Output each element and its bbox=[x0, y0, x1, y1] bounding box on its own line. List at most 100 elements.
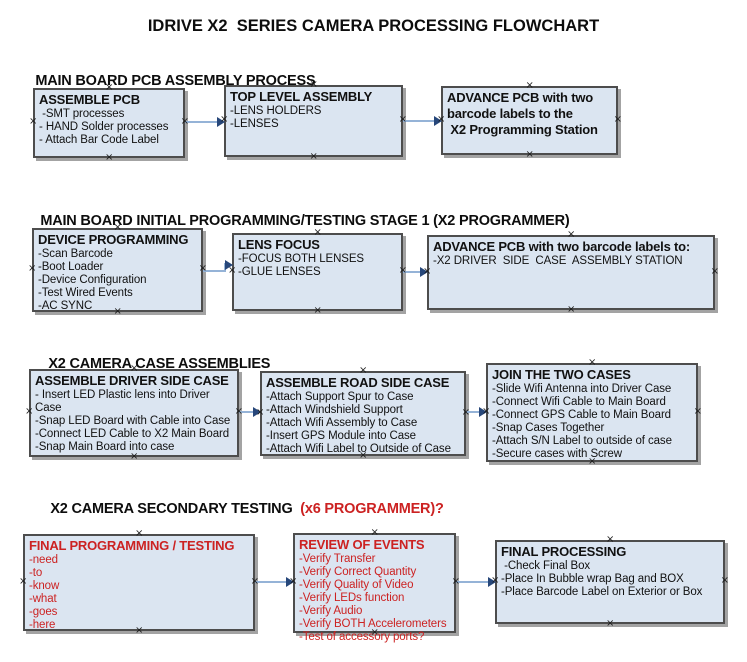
connection-handle-icon: × bbox=[588, 456, 597, 467]
connection-handle-icon: × bbox=[135, 625, 144, 636]
box-item: -Slide Wifi Antenna into Driver Case bbox=[492, 383, 672, 395]
box-title: REVIEW OF EVENTS bbox=[299, 537, 425, 552]
connection-handle-icon: × bbox=[437, 113, 446, 125]
connector-arrow bbox=[185, 116, 225, 128]
flow-box-advance-pcb-programming-station: ADVANCE PCB with two barcode labels to t… bbox=[437, 81, 622, 160]
connection-handle-icon: × bbox=[588, 357, 597, 368]
flow-box-assemble-driver-side-case: ASSEMBLE DRIVER SIDE CASE - Insert LED P… bbox=[25, 364, 243, 462]
box-item: -GLUE LENSES bbox=[238, 266, 321, 278]
connection-handle-icon: × bbox=[710, 265, 719, 277]
connection-handle-icon: × bbox=[313, 227, 322, 238]
arrow-line bbox=[203, 270, 226, 272]
box-items: -X2 DRIVER SIDE CASE ASSEMBLY STATION bbox=[433, 255, 709, 268]
connection-handle-icon: × bbox=[28, 263, 37, 274]
connection-handle-icon: × bbox=[105, 82, 114, 93]
arrow-head-icon bbox=[253, 407, 261, 417]
flow-box-assemble-pcb: ASSEMBLE PCB -SMT processes- HAND Solder… bbox=[29, 83, 189, 163]
connection-handle-icon: × bbox=[19, 575, 28, 587]
arrow-line bbox=[456, 581, 490, 583]
box-items: -need-to-know-what-goes-here bbox=[29, 554, 249, 632]
arrow-line bbox=[239, 411, 255, 413]
box-items: -Attach Support Spur to Case-Attach Wind… bbox=[266, 391, 460, 456]
box-item: -Snap Cases Together bbox=[492, 422, 605, 434]
connection-handle-icon: × bbox=[567, 304, 576, 315]
box-item: -Connect LED Cable to X2 Main Board bbox=[35, 428, 230, 440]
connection-handle-icon: × bbox=[451, 576, 460, 587]
box-item: -Device Configuration bbox=[38, 274, 147, 286]
section-heading-text: MAIN BOARD INITIAL PROGRAMMING/TESTING S… bbox=[40, 213, 570, 229]
connection-handle-icon: × bbox=[250, 575, 259, 587]
connection-handle-icon: × bbox=[29, 116, 38, 127]
arrow-head-icon bbox=[420, 267, 428, 277]
box-item: -FOCUS BOTH LENSES bbox=[238, 253, 364, 265]
box-item: -Place Barcode Label on Exterior or Box bbox=[501, 586, 703, 598]
connector-arrow bbox=[466, 406, 487, 418]
connection-handle-icon: × bbox=[370, 627, 379, 638]
connection-handle-icon: × bbox=[720, 575, 729, 586]
box-item: -goes bbox=[29, 606, 58, 618]
flow-box-review-of-events: REVIEW OF EVENTS -Verify Transfer-Verify… bbox=[289, 528, 460, 644]
box-item: -LENS HOLDERS bbox=[230, 105, 322, 117]
box-title: FINAL PROGRAMMING / TESTING bbox=[29, 538, 235, 553]
arrow-line bbox=[466, 411, 481, 413]
flow-box-join-the-two-cases: JOIN THE TWO CASES -Slide Wifi Antenna i… bbox=[482, 358, 702, 467]
connection-handle-icon: × bbox=[25, 406, 34, 417]
box-title: LENS FOCUS bbox=[238, 237, 320, 252]
box-item: -SMT processes bbox=[39, 108, 125, 120]
connection-handle-icon: × bbox=[525, 80, 534, 91]
box-title: FINAL PROCESSING bbox=[501, 544, 627, 559]
connection-handle-icon: × bbox=[309, 151, 318, 162]
box-item: -AC SYNC bbox=[38, 300, 93, 312]
box-item: -Verify Quality of Video bbox=[299, 579, 414, 591]
box-item: -Attach Support Spur to Case bbox=[266, 391, 414, 403]
box-item: -Snap LED Board with Cable into Case bbox=[35, 415, 231, 427]
box-item: -X2 DRIVER SIDE CASE ASSEMBLY STATION bbox=[433, 255, 683, 267]
flow-box-device-programming: DEVICE PROGRAMMING -Scan Barcode-Boot Lo… bbox=[28, 223, 207, 317]
page-title: IDRIVE X2 SERIES CAMERA PROCESSING FLOWC… bbox=[147, 17, 600, 35]
connection-handle-icon: × bbox=[693, 405, 702, 417]
flow-box-top-level-assembly: TOP LEVEL ASSEMBLY -LENS HOLDERS-LENSES … bbox=[220, 80, 407, 162]
connection-handle-icon: × bbox=[130, 363, 139, 374]
box-item: -Check Final Box bbox=[501, 560, 591, 572]
box-title: DEVICE PROGRAMMING bbox=[38, 232, 189, 247]
box-title: ASSEMBLE PCB bbox=[39, 92, 140, 107]
section-heading-case-assemblies: X2 CAMERA CASE ASSEMBLIES bbox=[33, 340, 270, 388]
arrow-head-icon bbox=[434, 116, 442, 126]
connection-handle-icon: × bbox=[398, 265, 407, 276]
box-items: -Check Final Box-Place In Bubble wrap Ba… bbox=[501, 560, 719, 599]
box-item: -Verify LEDs function bbox=[299, 592, 405, 604]
section-heading-text: X2 CAMERA SECONDARY TESTING bbox=[50, 501, 297, 517]
arrow-line bbox=[403, 271, 422, 273]
connection-handle-icon: × bbox=[220, 114, 229, 125]
connection-handle-icon: × bbox=[113, 306, 122, 317]
flow-box-lens-focus: LENS FOCUS -FOCUS BOTH LENSES-GLUE LENSE… bbox=[228, 228, 407, 316]
connection-handle-icon: × bbox=[398, 114, 407, 125]
connection-handle-icon: × bbox=[309, 79, 318, 90]
box-item: -Snap Main Board into case bbox=[35, 441, 175, 453]
connector-arrow bbox=[239, 406, 261, 418]
arrow-head-icon bbox=[225, 260, 233, 270]
arrow-head-icon bbox=[286, 577, 294, 587]
box-item: -Test of accessory ports? bbox=[299, 631, 425, 643]
arrow-head-icon bbox=[479, 407, 487, 417]
connection-handle-icon: × bbox=[180, 116, 189, 127]
box-title: ADVANCE PCB with two barcode labels to: bbox=[433, 239, 691, 254]
box-item: -to bbox=[29, 567, 43, 579]
arrow-line bbox=[403, 120, 436, 122]
connection-handle-icon: × bbox=[113, 222, 122, 233]
box-item: -here bbox=[29, 619, 56, 631]
connection-handle-icon: × bbox=[613, 113, 622, 125]
connector-arrow bbox=[456, 576, 496, 588]
connection-handle-icon: × bbox=[370, 527, 379, 538]
box-item: -Verify Transfer bbox=[299, 553, 376, 565]
connection-handle-icon: × bbox=[256, 406, 265, 418]
box-item: -need bbox=[29, 554, 58, 566]
connection-handle-icon: × bbox=[482, 405, 491, 417]
box-items: -Verify Transfer-Verify Correct Quantity… bbox=[299, 553, 450, 644]
box-item: -Verify BOTH Accelerometers bbox=[299, 618, 447, 630]
section-heading-text: MAIN BOARD PCB ASSEMBLY PROCESS bbox=[35, 73, 316, 89]
connection-handle-icon: × bbox=[228, 265, 237, 276]
box-title: TOP LEVEL ASSEMBLY bbox=[230, 89, 373, 104]
connection-handle-icon: × bbox=[491, 575, 500, 586]
